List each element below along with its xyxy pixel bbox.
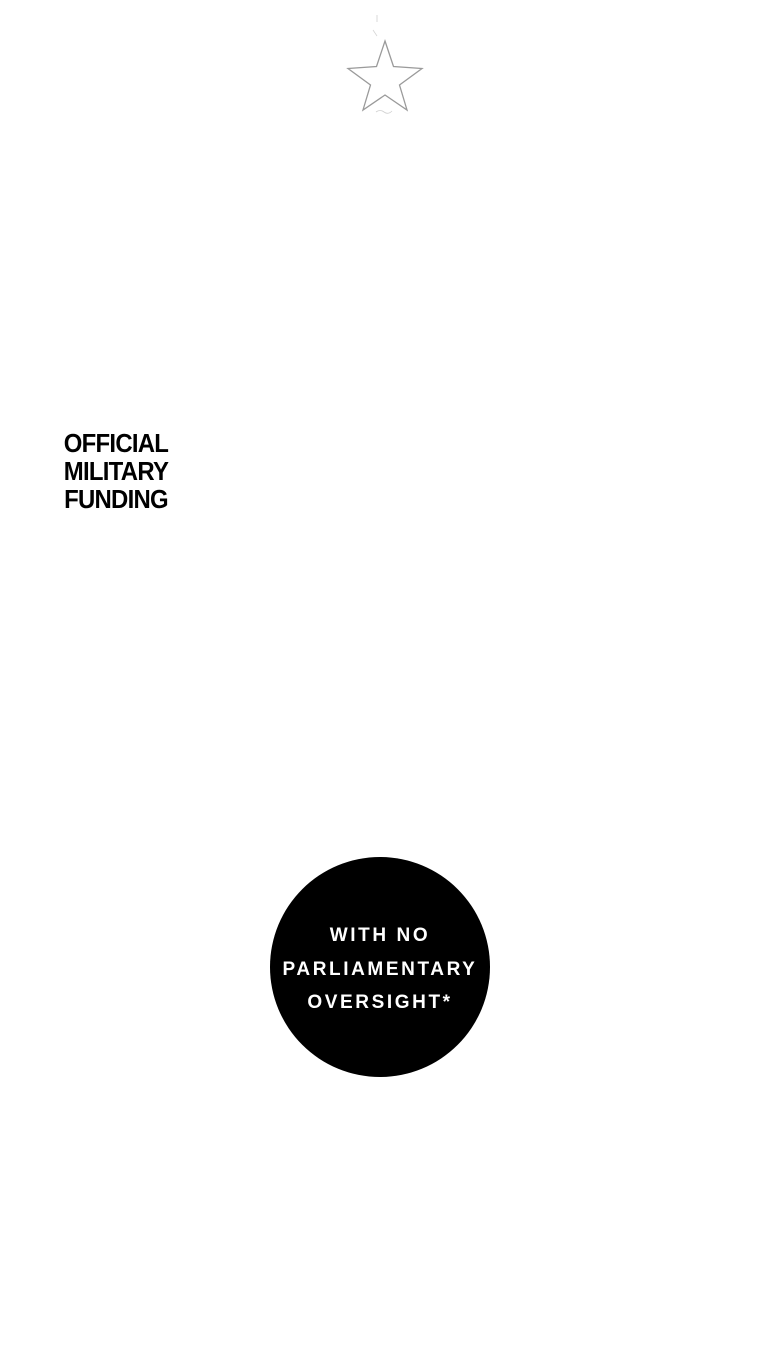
official-military-funding-heading: OFFICIAL MILITARY FUNDING	[61, 429, 171, 513]
star-outline-icon	[346, 15, 424, 114]
oversight-badge-text: WITH NO PARLIAMENTARY OVERSIGHT*	[270, 919, 490, 1020]
star-icon	[340, 10, 430, 122]
badge-line: WITH NO	[329, 925, 431, 946]
badge-line: PARLIAMENTARY	[282, 958, 478, 980]
badge-line: OVERSIGHT*	[307, 992, 453, 1013]
oversight-badge: WITH NO PARLIAMENTARY OVERSIGHT*	[270, 857, 490, 1077]
heading-line: MILITARY	[63, 456, 169, 486]
heading-line: OFFICIAL	[63, 428, 169, 458]
heading-line: FUNDING	[64, 484, 169, 514]
